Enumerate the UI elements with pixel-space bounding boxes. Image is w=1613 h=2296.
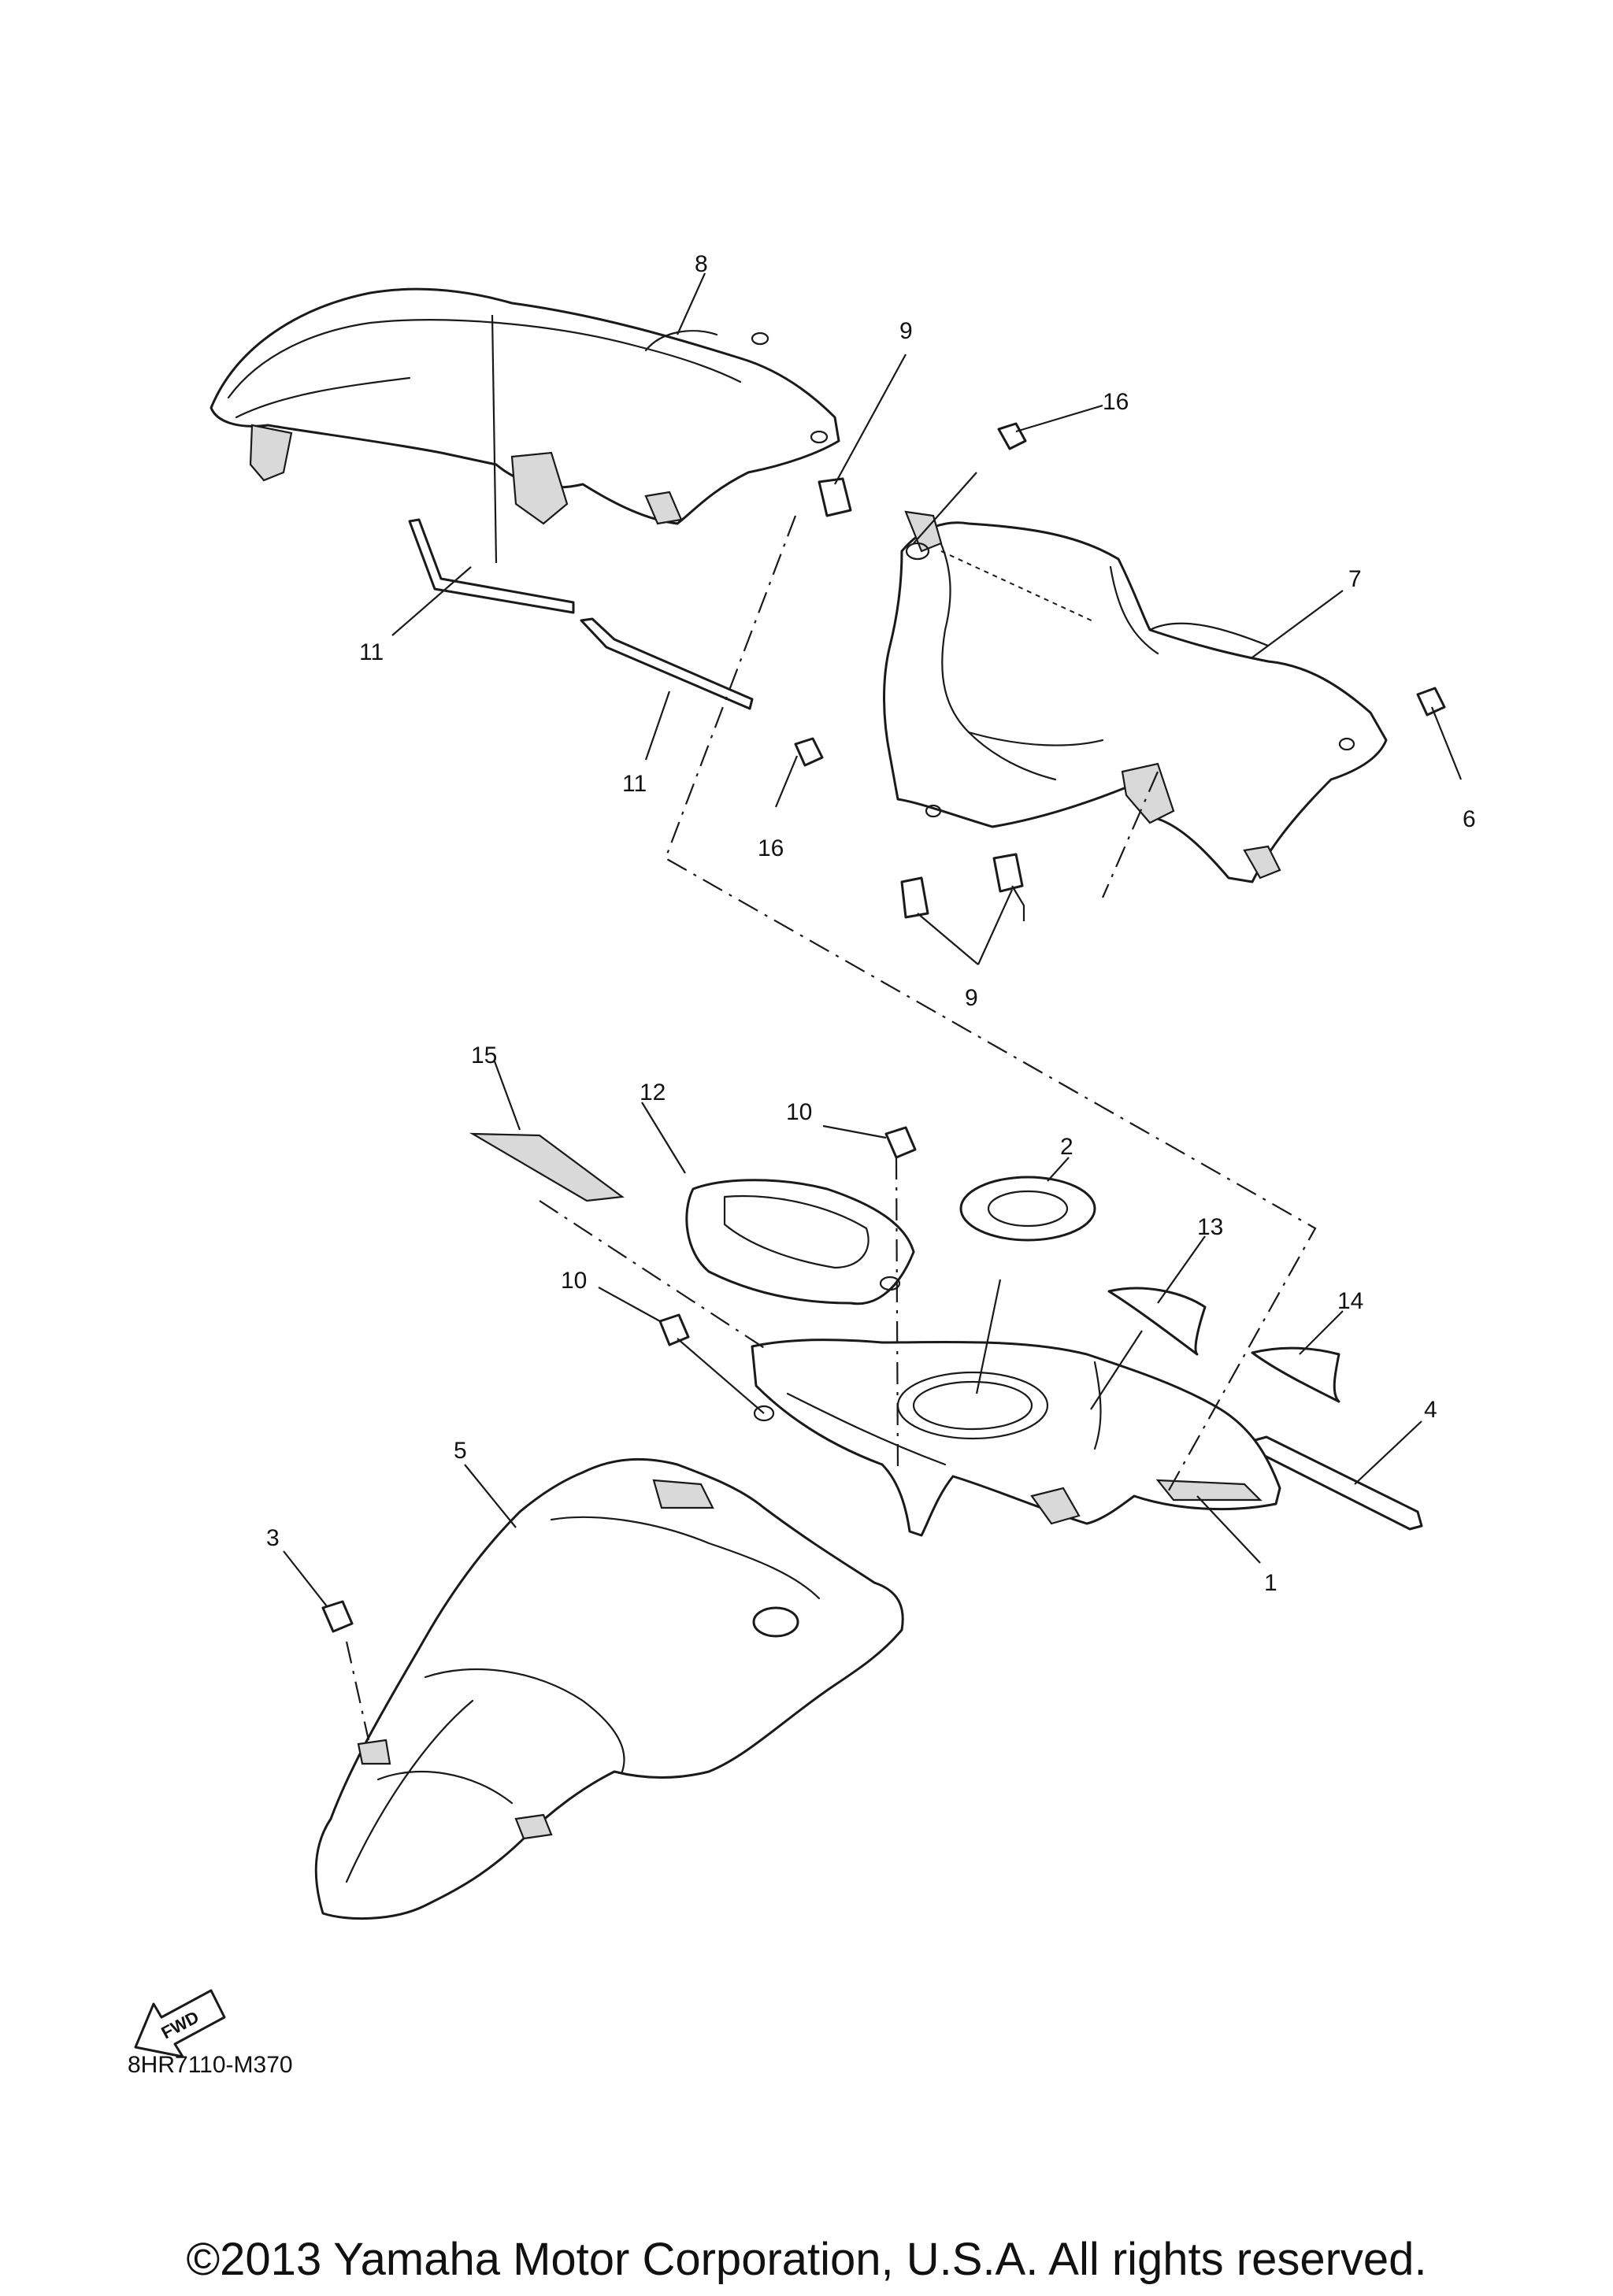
part-13-pad [1107, 1287, 1207, 1356]
part-15-label [469, 1132, 625, 1202]
callout-12: 12 [640, 1079, 666, 1105]
callout-1: 1 [1264, 1570, 1277, 1596]
callout-10-left: 10 [561, 1268, 587, 1294]
callout-7: 7 [1348, 566, 1362, 592]
callout-13: 13 [1197, 1214, 1223, 1240]
part-11-strips [408, 518, 754, 710]
callout-10-top: 10 [786, 1099, 812, 1125]
callout-5: 5 [454, 1438, 467, 1464]
part-8-upper-cover [210, 287, 840, 525]
callout-16-top: 16 [1103, 389, 1129, 415]
callout-14: 14 [1337, 1288, 1363, 1314]
callout-16-bottom: 16 [758, 835, 784, 861]
callout-8: 8 [695, 251, 708, 277]
copyright-notice: ©2013 Yamaha Motor Corporation, U.S.A. A… [186, 2234, 1427, 2285]
callout-9-bottom: 9 [965, 985, 978, 1011]
callout-2: 2 [1060, 1134, 1073, 1160]
part-1-inner-panel [751, 1339, 1281, 1537]
part-16-6-bolts [794, 422, 1446, 767]
leader-lines [283, 272, 1463, 1607]
part-5-lower-cover [314, 1457, 904, 1920]
callout-3: 3 [266, 1525, 280, 1551]
diagram-code: 8HR7110-M370 [128, 2052, 293, 2078]
callout-11-right: 11 [622, 771, 647, 797]
part-14-pad [1251, 1346, 1340, 1403]
callout-6: 6 [1463, 806, 1476, 832]
part-10-bolts [658, 1126, 917, 1346]
part-2-grommet [959, 1176, 1096, 1242]
part-3-bolt [321, 1600, 354, 1633]
callout-9-top: 9 [899, 318, 913, 344]
part-7-side-cover [883, 510, 1388, 883]
part-9-clips [818, 477, 1024, 919]
callout-15: 15 [471, 1042, 497, 1068]
callout-4: 4 [1424, 1397, 1437, 1423]
assembly-lines [345, 515, 1317, 1741]
fwd-arrow-icon: FWD [134, 1989, 226, 2058]
callout-labels: 8 9 16 7 11 11 16 6 9 15 12 10 2 13 10 1… [266, 251, 1476, 1596]
callout-11-left: 11 [359, 639, 384, 665]
part-12-duct [685, 1179, 915, 1305]
